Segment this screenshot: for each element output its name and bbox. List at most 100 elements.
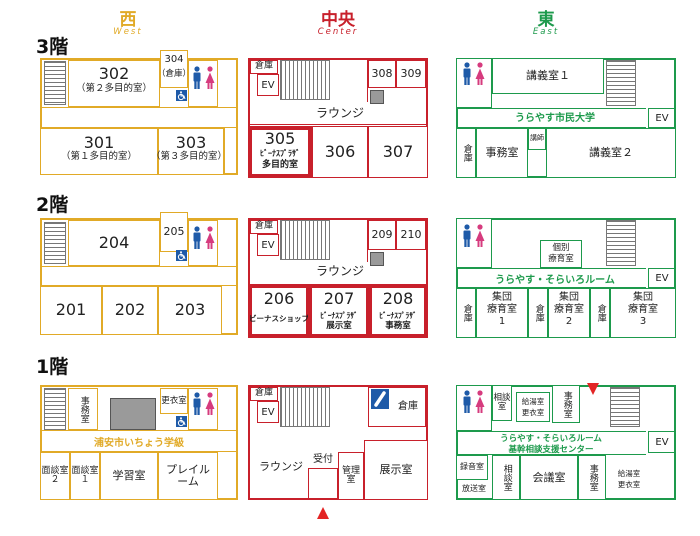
storage-2f-center[interactable] bbox=[250, 220, 278, 234]
east-2f-band: うらやす・そらいろルーム bbox=[495, 274, 615, 286]
kyushoku-2-label: 給湯室 bbox=[617, 468, 641, 478]
lecture-room-1-label: 講義室１ bbox=[526, 69, 570, 83]
storage-1f-center[interactable] bbox=[250, 387, 278, 401]
room-306-label: 306 bbox=[324, 141, 356, 161]
room-203[interactable] bbox=[158, 286, 222, 335]
group-therapy-1-l1: 集団 bbox=[492, 291, 512, 303]
storage-3f-center[interactable] bbox=[250, 60, 278, 74]
office-3f-east-label: 事務室 bbox=[485, 146, 519, 160]
office-1f-east[interactable] bbox=[552, 385, 580, 423]
storage-2f-east-1[interactable] bbox=[456, 288, 476, 338]
ev-3f-east: EV bbox=[648, 108, 676, 128]
east-2f-stairs bbox=[606, 220, 636, 266]
toilet-3f-east bbox=[456, 58, 492, 108]
room-207[interactable] bbox=[308, 284, 370, 338]
lounge-3f: ラウンジ bbox=[315, 105, 364, 120]
east-2f-corridor-line bbox=[456, 268, 646, 288]
room-206-sublabel: ビーナスショップ bbox=[249, 314, 309, 324]
storage-3f-east[interactable] bbox=[456, 128, 476, 178]
storage-2f-east-3[interactable] bbox=[590, 288, 610, 338]
office-3f-east[interactable] bbox=[476, 128, 528, 178]
room-302[interactable] bbox=[68, 60, 160, 107]
ev-2f-east: EV bbox=[648, 268, 676, 288]
lecturer-room-label: 講師 bbox=[530, 134, 544, 143]
toilet-2f-east bbox=[456, 218, 492, 268]
exhibition-room[interactable] bbox=[364, 440, 428, 500]
interview-room-2-label: 面談室２ bbox=[41, 465, 69, 485]
room-304-sublabel: （倉庫） bbox=[156, 68, 191, 79]
room-201[interactable] bbox=[40, 286, 102, 335]
room-306[interactable] bbox=[312, 126, 368, 178]
east-3f-band: うらやす市民大学 bbox=[515, 112, 595, 124]
center-3f-stairs-border bbox=[278, 60, 368, 102]
office-1f-west[interactable] bbox=[68, 388, 98, 430]
room-208-sublabel2: 事務室 bbox=[385, 321, 411, 332]
storage-3f-east-label: 倉庫 bbox=[461, 144, 472, 162]
changing-1f-west[interactable] bbox=[160, 388, 188, 414]
kyushoku-koui-room[interactable] bbox=[516, 392, 550, 422]
interview-room-1[interactable] bbox=[70, 452, 100, 500]
room-204[interactable] bbox=[68, 220, 160, 266]
changing-1f-west-label: 更衣室 bbox=[161, 395, 187, 406]
toilet-icon bbox=[193, 392, 215, 415]
recording-room[interactable] bbox=[456, 455, 488, 480]
room-304[interactable] bbox=[160, 50, 188, 88]
east-1f-corridor-line bbox=[456, 431, 646, 455]
room-303[interactable] bbox=[158, 128, 224, 175]
group-therapy-3[interactable] bbox=[610, 288, 676, 338]
storage-3f-center-label: 倉庫 bbox=[254, 61, 273, 72]
consult-room-1f[interactable] bbox=[492, 385, 512, 421]
room-301[interactable] bbox=[40, 128, 158, 175]
storage-2f-east-2[interactable] bbox=[528, 288, 548, 338]
entrance-triangle-icon bbox=[317, 507, 329, 519]
lecturer-room[interactable] bbox=[528, 128, 546, 150]
center-2f-stairs-border bbox=[278, 220, 368, 262]
room-305[interactable] bbox=[248, 126, 312, 178]
room-205[interactable] bbox=[160, 212, 188, 252]
interview-room-2[interactable] bbox=[40, 452, 70, 500]
east-header: 東 bbox=[537, 10, 555, 30]
play-room-label: プレイルーム bbox=[166, 463, 210, 488]
study-room[interactable] bbox=[100, 452, 158, 500]
room-207-sublabel1: ﾋﾞｰﾅｽﾌﾟﾗｻﾞ bbox=[320, 310, 358, 320]
room-307[interactable] bbox=[368, 126, 428, 178]
management-room[interactable] bbox=[338, 452, 364, 500]
room-202[interactable] bbox=[102, 286, 158, 335]
room-208[interactable] bbox=[368, 284, 428, 338]
room-210[interactable] bbox=[396, 220, 426, 250]
lecture-room-2[interactable] bbox=[546, 128, 676, 178]
group-therapy-2[interactable] bbox=[548, 288, 590, 338]
room-208-sublabel1: ﾋﾞｰﾅｽﾌﾟﾗｻﾞ bbox=[379, 310, 417, 320]
storage-2f-east-3-label: 倉庫 bbox=[595, 304, 606, 322]
room-301-sublabel: （第１多目的室） bbox=[60, 151, 137, 163]
ev-2f-center: EV bbox=[257, 234, 279, 256]
room-203-label: 203 bbox=[174, 300, 206, 320]
floor-3-label: 3階 bbox=[36, 36, 69, 58]
room-202-label: 202 bbox=[114, 300, 146, 320]
room-206[interactable] bbox=[248, 284, 310, 338]
center-3f-corridor-line bbox=[250, 124, 426, 126]
play-room[interactable] bbox=[158, 452, 218, 500]
west-2f-stairs bbox=[44, 222, 66, 264]
group-therapy-1[interactable] bbox=[476, 288, 528, 338]
management-room-label: 管理室 bbox=[341, 465, 360, 485]
meeting-room[interactable] bbox=[520, 455, 578, 500]
east-1f-stairs bbox=[610, 387, 640, 427]
floor-2-label: 2階 bbox=[36, 194, 69, 216]
room-308[interactable] bbox=[368, 60, 396, 88]
lecture-room-1[interactable] bbox=[492, 58, 604, 94]
individual-therapy-label1: 個別 bbox=[552, 243, 570, 254]
toilet-icon bbox=[193, 66, 215, 89]
room-209-label: 209 bbox=[371, 228, 393, 242]
room-303-sublabel: （第３多目的室） bbox=[150, 151, 227, 163]
room-209[interactable] bbox=[368, 220, 396, 250]
center-2f-shaft bbox=[370, 252, 384, 266]
toilet-icon bbox=[463, 390, 485, 413]
broadcast-room-label: 放送室 bbox=[462, 483, 486, 493]
toilet-icon bbox=[193, 226, 215, 249]
consult-room-2-1f[interactable] bbox=[492, 455, 520, 500]
individual-therapy-room[interactable] bbox=[540, 240, 582, 268]
room-309[interactable] bbox=[396, 60, 426, 88]
group-therapy-2-l2: 療育室 bbox=[554, 303, 584, 315]
office-2-1f-east[interactable] bbox=[578, 455, 606, 500]
